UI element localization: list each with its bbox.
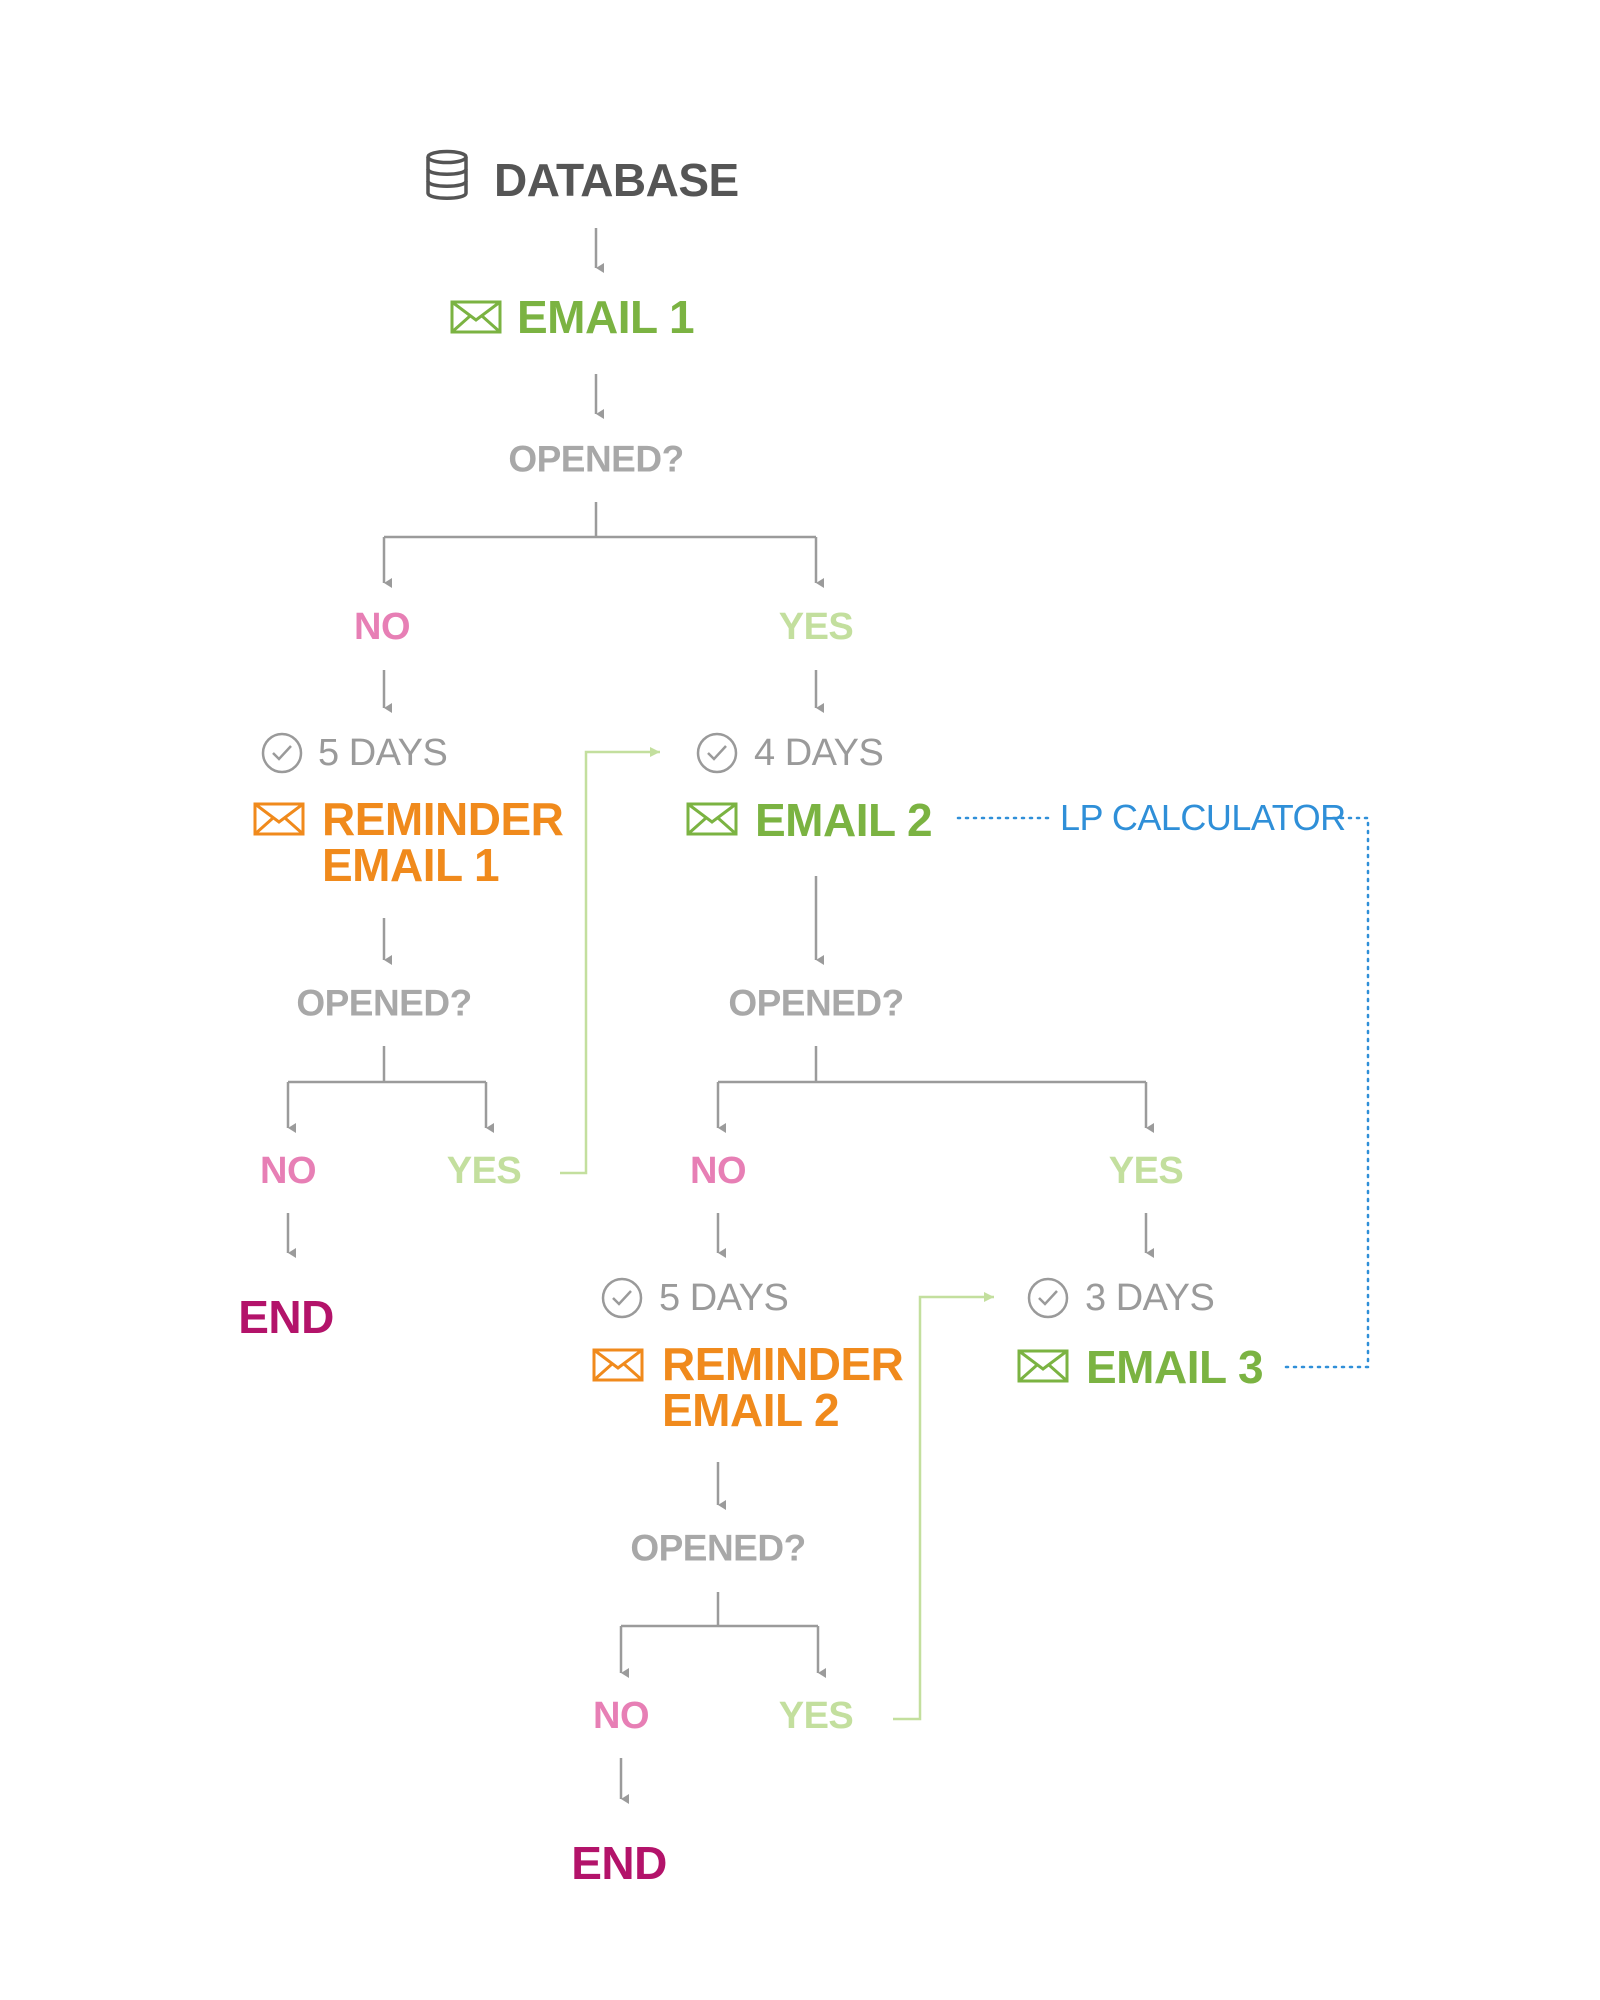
- check-circle-icon: [1027, 1277, 1069, 1319]
- opened1-label: OPENED?: [508, 438, 684, 480]
- dotted-lp-email3: [1280, 816, 1370, 1369]
- days-d-label: 3 DAYS: [1085, 1277, 1215, 1319]
- days-a-label: 5 DAYS: [318, 732, 448, 774]
- no3-label: NO: [690, 1150, 747, 1192]
- yes4-label: YES: [778, 1695, 854, 1737]
- days-c-label: 5 DAYS: [659, 1277, 789, 1319]
- check-circle-icon: [696, 732, 738, 774]
- no2-label: NO: [260, 1150, 317, 1192]
- envelope-icon: [592, 1348, 644, 1382]
- envelope-icon: [686, 802, 738, 836]
- no4-label: NO: [593, 1695, 650, 1737]
- end1-label: END: [238, 1291, 334, 1343]
- split-opened3: [718, 1046, 1146, 1084]
- opened2-label: OPENED?: [296, 982, 472, 1024]
- connector-yes4-to-days-d: [893, 1292, 994, 1721]
- reminder1-label: REMINDER EMAIL 1: [322, 793, 564, 891]
- database-label: DATABASE: [494, 154, 739, 206]
- reminder1-line1: REMINDER: [322, 793, 564, 845]
- database-icon: [426, 149, 468, 200]
- yes1-label: YES: [778, 606, 854, 648]
- opened3-label: OPENED?: [728, 982, 904, 1024]
- email2-label: EMAIL 2: [755, 794, 933, 846]
- opened4-label: OPENED?: [630, 1527, 806, 1569]
- lp-calculator-label: LP CALCULATOR: [1060, 797, 1346, 838]
- check-circle-icon: [261, 732, 303, 774]
- check-circle-icon: [601, 1277, 643, 1319]
- email1-label: EMAIL 1: [517, 291, 695, 343]
- yes2-label: YES: [446, 1150, 522, 1192]
- envelope-icon: [1017, 1349, 1069, 1383]
- email3-label: EMAIL 3: [1086, 1341, 1264, 1393]
- reminder2-line2: EMAIL 2: [662, 1384, 840, 1436]
- split-opened1: [384, 502, 816, 539]
- days-b-label: 4 DAYS: [754, 732, 884, 774]
- envelope-icon: [450, 300, 502, 334]
- split-opened2: [288, 1046, 486, 1084]
- reminder2-label: REMINDER EMAIL 2: [662, 1338, 904, 1436]
- end2-label: END: [571, 1837, 667, 1889]
- reminder2-line1: REMINDER: [662, 1338, 904, 1390]
- yes3-label: YES: [1108, 1150, 1184, 1192]
- split-opened4: [621, 1592, 818, 1628]
- envelope-icon: [253, 802, 305, 836]
- reminder1-line2: EMAIL 1: [322, 839, 500, 891]
- connector-yes2-to-days-b: [560, 747, 660, 1175]
- no1-label: NO: [354, 606, 411, 648]
